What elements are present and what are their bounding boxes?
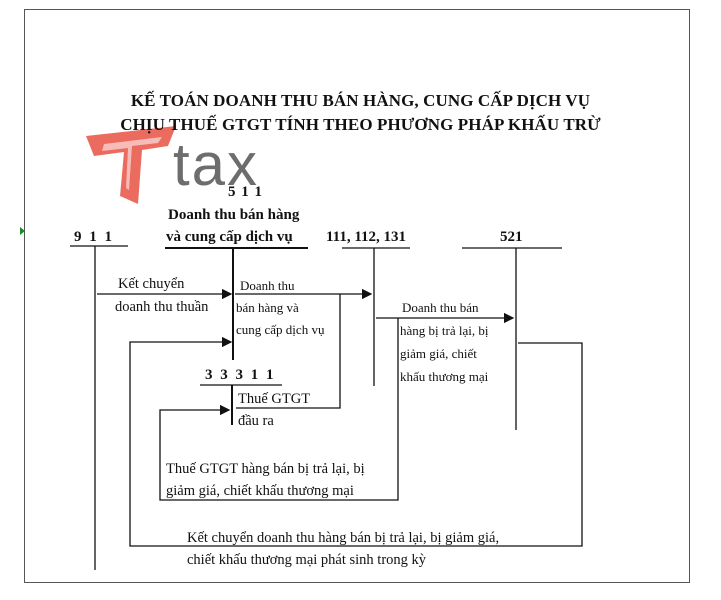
diagram-frame [24, 9, 690, 583]
account-511-name-line2: và cung cấp dịch vụ [166, 229, 293, 245]
label-kc-cuoi-line1: Kết chuyển doanh thu hàng bán bị trả lại… [187, 530, 500, 546]
label-ket-chuyen-line2: doanh thu thuần [115, 299, 209, 315]
logo-wordmark: tax [173, 131, 260, 198]
label-tra-lai-line1: Doanh thu bán [402, 300, 479, 315]
label-thue-line1: Thuế GTGT [238, 391, 311, 407]
label-kc-cuoi-line2: chiết khấu thương mại phát sinh trong kỳ [187, 552, 427, 568]
line-thue-gtgt-dau-ra [236, 294, 341, 409]
line-thue-gtgt-tra-lai [159, 318, 399, 501]
label-thue-tra-lai-line2: giảm giá, chiết khấu thương mại [166, 483, 354, 499]
diagram-title-line1: KẾ TOÁN DOANH THU BÁN HÀNG, CUNG CẤP DỊC… [130, 91, 591, 110]
label-tra-lai-line4: khấu thương mại [400, 369, 489, 384]
account-511-code: 5 1 1 [228, 184, 263, 200]
label-tra-lai-line2: hàng bị trả lại, bị [400, 323, 489, 338]
account-33311: 3 3 3 1 1 [205, 367, 276, 383]
account-511-name-line1: Doanh thu bán hàng [168, 207, 300, 223]
label-doanh-thu-line3: cung cấp dịch vụ [236, 322, 325, 337]
account-111-112-131: 111, 112, 131 [326, 229, 407, 245]
label-tra-lai-line3: giảm giá, chiết [400, 346, 477, 361]
label-ket-chuyen-line1: Kết chuyển [118, 276, 185, 292]
logo-t-inner [102, 137, 162, 190]
label-thue-line2: đầu ra [238, 413, 274, 429]
label-thue-tra-lai-line1: Thuế GTGT hàng bán bị trả lại, bị [166, 461, 365, 477]
corner-marker [20, 227, 25, 235]
tax-logo-mark [86, 126, 176, 204]
line-ket-chuyen-cuoi-ky [129, 336, 583, 547]
label-doanh-thu-line2: bán hàng và [236, 300, 299, 315]
diagram-title-line2: CHỊU THUẾ GTGT TÍNH THEO PHƯƠNG PHÁP KHẤ… [120, 115, 601, 134]
account-521: 521 [500, 229, 523, 245]
label-doanh-thu-line1: Doanh thu [240, 278, 295, 293]
account-911: 9 1 1 [74, 229, 114, 245]
